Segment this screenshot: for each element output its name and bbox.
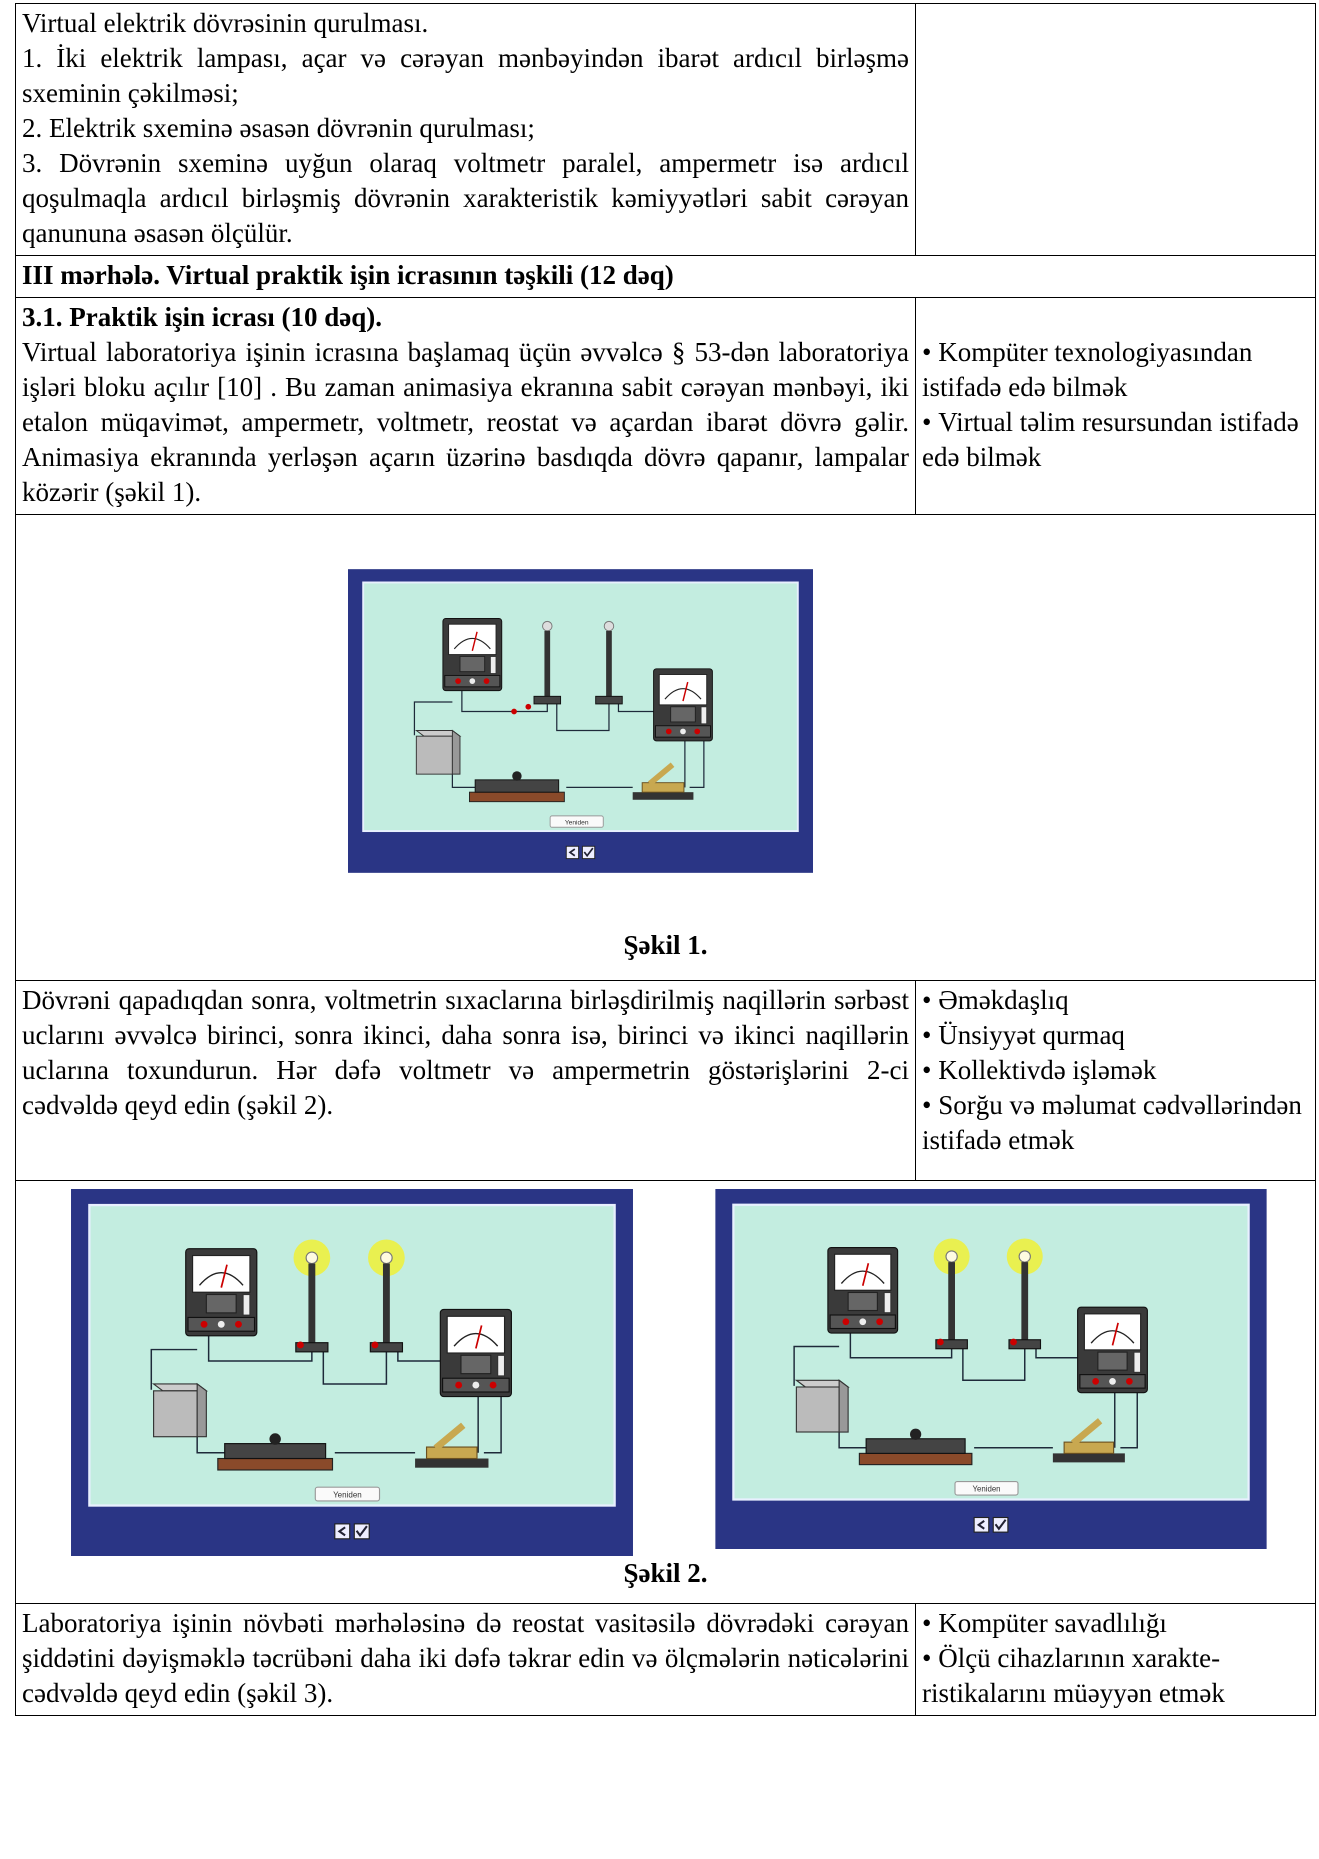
switch-icon [415,1422,489,1468]
section31-row: 3.1. Praktik işin icrası (10 dəq). Virtu… [15,297,1316,515]
figure2-cell: Yeniden [15,1180,1316,1604]
svg-text:Yeniden: Yeniden [333,1491,362,1500]
battery-icon [414,729,462,775]
circuit-simulation-right: Yeniden [715,1189,1267,1549]
rheostat-icon [217,1433,334,1471]
stage3-row: III mərhələ. Virtual praktik işin icrası… [15,255,1316,298]
figure1-caption: Şəkil 1. [623,930,708,960]
figure1-cell: Yeniden Şəkil 1. [15,514,1316,981]
svg-text:Yeniden: Yeniden [565,819,589,826]
last-skills: Kompüter savadlılığı Ölçü cihazlarının x… [915,1603,1316,1716]
figure2: Yeniden [16,1181,1315,1603]
skill-item: Kompüter texnologiyasın­dan istifadə edə… [922,335,1309,405]
lamp-icon [1006,1238,1043,1350]
circuit-simulation-left: Yeniden [71,1189,633,1556]
section31-title: 3.1. Praktik işin icrası (10 dəq). [22,302,383,332]
skill-item: Virtual təlim resursundan istifadə edə b… [922,405,1309,475]
closing-row: Dövrəni qapadıqdan sonra, voltmetrin sıx… [15,980,1316,1181]
task-line: 3. Dövrənin sxeminə uyğun olaraq voltmet… [22,148,909,248]
last-row: Laboratoriya işinin növbəti mərhələsinə … [15,1603,1316,1716]
circuit-simulation: Yeniden [348,569,813,873]
meter-icon [827,1246,899,1334]
switch-icon [632,762,694,800]
skill-item: Sorğu və məlumat cədvəl­lərindən istifad… [922,1088,1309,1158]
lamp-icon [533,620,562,705]
task-row: Virtual elektrik dövrəsinin qurulması. 1… [15,3,1316,256]
skills-cell-empty [915,3,1316,256]
skill-item: Kompüter savadlılığı [922,1606,1309,1641]
figure2-row: Yeniden [15,1180,1316,1604]
battery-icon [151,1382,209,1438]
rheostat-icon [468,771,565,803]
skill-item: Ölçü cihazlarının xarakte­ristikalarını … [922,1641,1309,1711]
figure2-caption: Şəkil 2. [623,1558,708,1588]
meter-icon [185,1248,258,1337]
meter-icon [653,668,713,742]
reset-button [954,1480,1019,1496]
document-page: Virtual elektrik dövrəsinin qurulması. 1… [15,3,1316,1859]
task-description: Virtual elektrik dövrəsinin qurulması. 1… [15,3,916,256]
task-line: Virtual elektrik dövrəsinin qurulması. [22,8,429,38]
section31-cell: 3.1. Praktik işin icrası (10 dəq). Virtu… [15,297,916,515]
svg-text:Yeniden: Yeniden [972,1485,1000,1494]
nav-icons [334,1523,370,1540]
lamp-icon [933,1238,970,1350]
meter-icon [439,1308,512,1398]
skill-item: Əməkdaşlıq [922,983,1309,1018]
closing-text: Dövrəni qapadıqdan sonra, voltmetrin sıx… [15,980,916,1181]
figure1: Yeniden Şəkil 1. [16,515,1315,980]
section31-text: Virtual laboratoriya işinin icrasına baş… [22,337,909,507]
reset-button [549,815,604,828]
last-text: Laboratoriya işinin növbəti mərhələsinə … [15,1603,916,1716]
lamp-icon [368,1239,405,1353]
skill-item: Ünsiyyət qurmaq [922,1018,1309,1053]
figure1-row: Yeniden Şəkil 1. [15,514,1316,981]
lesson-plan-table: Virtual elektrik dövrəsinin qurulması. 1… [15,3,1316,1716]
meter-icon [442,618,503,692]
nav-icons [565,845,596,860]
switch-icon [1052,1418,1125,1463]
rheostat-icon [858,1428,973,1466]
task-line: 2. Elektrik sxeminə əsasən dövrənin quru… [22,113,535,143]
lamp-icon [595,620,623,705]
reset-button [314,1486,381,1502]
battery-icon [794,1379,850,1433]
closing-skills: Əməkdaşlıq Ünsiyyət qurmaq Kollektivdə i… [915,980,1316,1181]
skill-item: Kollektivdə işləmək [922,1053,1309,1088]
lamp-icon [293,1239,331,1353]
section31-skills: Kompüter texnologiyasın­dan istifadə edə… [915,297,1316,515]
task-line: 1. İki elektrik lampası, açar və cərəyan… [22,43,909,108]
nav-icons [973,1516,1009,1533]
stage3-heading: III mərhələ. Virtual praktik işin icrası… [15,255,1316,298]
meter-icon [1077,1306,1148,1394]
